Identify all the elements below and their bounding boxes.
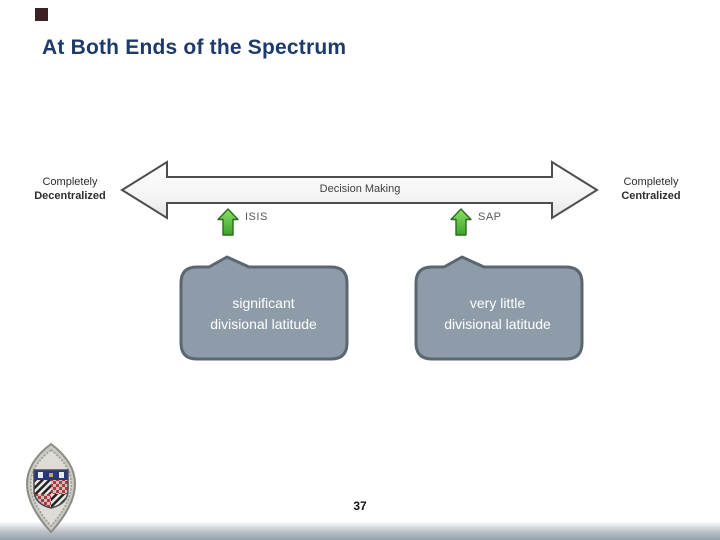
right-end-label-line1: Completely [623,176,679,188]
page-number: 37 [353,499,367,513]
corner-accent-square [35,8,48,21]
footer-bar [0,522,720,540]
left-callout-text: significant divisional latitude [180,293,347,335]
spectrum-double-arrow-icon [120,160,599,220]
sap-marker-label: SAP [478,211,502,223]
slide-title: At Both Ends of the Spectrum [42,36,347,59]
isis-up-arrow-icon [217,208,239,236]
left-callout-line1: significant [232,295,295,311]
right-end-label: Completely Centralized [596,175,706,203]
left-callout-shape [179,255,349,361]
right-callout-line2: divisional latitude [444,316,551,332]
right-callout-shape [414,255,584,361]
left-callout-line2: divisional latitude [210,316,317,332]
isis-marker-label: ISIS [245,211,268,223]
university-crest-seal-logo [26,442,76,534]
sap-up-arrow-icon [450,208,472,236]
right-callout-line1: very little [469,295,526,311]
left-end-label-line1: Completely [42,176,98,188]
left-end-label-line2: Decentralized [34,190,106,202]
right-callout-text: very little divisional latitude [414,293,581,335]
axis-label: Decision Making [319,183,401,195]
left-end-label: Completely Decentralized [15,175,125,203]
right-end-label-line2: Centralized [621,190,681,202]
